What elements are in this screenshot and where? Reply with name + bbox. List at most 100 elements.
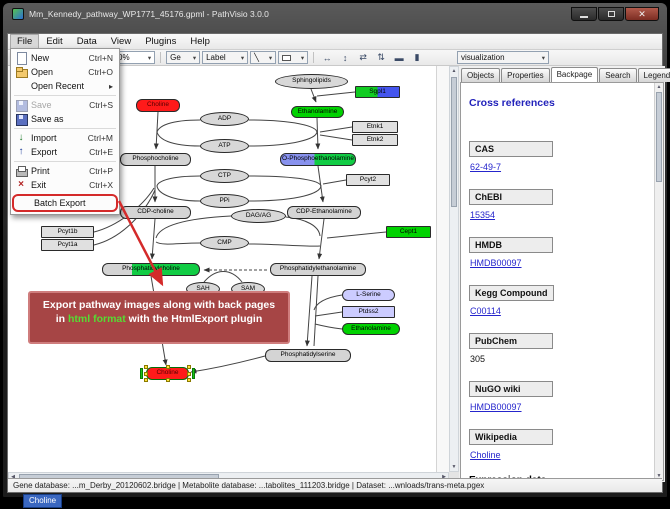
scroll-right-icon[interactable]: ▶	[442, 474, 446, 480]
visualization-combobox[interactable]: visualization ▾	[457, 51, 549, 64]
pathway-node-choline-top[interactable]: Choline	[136, 99, 180, 112]
titlebar[interactable]: Mm_Kennedy_pathway_WP1771_45176.gpml - P…	[3, 3, 667, 33]
tab-legend[interactable]: Legend	[637, 68, 670, 82]
minimize-button[interactable]	[571, 7, 597, 21]
close-button[interactable]: ✕	[625, 7, 659, 21]
xref-link[interactable]: C00114	[470, 306, 501, 316]
selection-handle[interactable]	[144, 365, 148, 369]
stack-horizontal-icon[interactable]: ⇄	[359, 52, 367, 62]
pathway-node-ethanolamine-lower[interactable]: Ethanolamine	[342, 323, 400, 335]
scroll-left-icon[interactable]: ◀	[11, 474, 15, 480]
pathway-node-cdp-ethanolamine[interactable]: CDP-Ethanolamine	[287, 206, 361, 219]
xref-link[interactable]: HMDB00097	[470, 258, 522, 268]
pathway-node-phosphatidylserine[interactable]: Phosphatidylserine	[265, 349, 351, 362]
pathway-node-sgpl1[interactable]: Sgpl1	[355, 86, 400, 98]
menubar-item-view[interactable]: View	[110, 36, 132, 47]
xref-link[interactable]: 62-49-7	[470, 162, 502, 172]
selection-handle[interactable]	[187, 371, 191, 376]
menubar-item-plugins[interactable]: Plugins	[145, 36, 177, 47]
line-tool-button[interactable]: ╲▾	[250, 51, 277, 64]
menu-item-shortcut: Ctrl+P	[89, 166, 113, 176]
file-menu-item-save-as[interactable]: Save as	[11, 112, 119, 126]
file-menu-item-batch-export[interactable]: Batch Export	[14, 196, 116, 210]
common-width-icon[interactable]: ▬	[394, 52, 404, 63]
gene-node-button[interactable]: Ge▾	[166, 51, 201, 64]
pathway-node-ptdss2[interactable]: Ptdss2	[342, 306, 395, 318]
selection-handle[interactable]	[187, 365, 191, 369]
drawing-board-edge	[436, 66, 449, 472]
pathway-node-ethanolamine-top[interactable]: Ethanolamine	[291, 106, 344, 118]
stack-vertical-icon[interactable]: ⇅	[377, 52, 385, 62]
pathway-node-etnk2[interactable]: Etnk2	[352, 134, 398, 146]
selection-handle[interactable]	[165, 365, 170, 369]
maximize-button[interactable]	[598, 7, 624, 21]
toolbar-separator	[313, 52, 315, 63]
blank-icon	[15, 80, 27, 92]
menubar: File Edit Data View Plugins Help	[8, 34, 662, 50]
chevron-down-icon: ▾	[541, 54, 545, 62]
file-menu-item-open-recent[interactable]: Open Recent▸	[11, 79, 119, 93]
tab-backpage[interactable]: Backpage	[550, 67, 599, 82]
scroll-up-icon[interactable]: ▲	[451, 68, 457, 74]
canvas-vertical-scrollbar[interactable]: ▲ ▼	[449, 66, 459, 472]
vertical-scroll-thumb[interactable]	[451, 77, 457, 207]
pathway-node-dag-ag[interactable]: DAG/AG	[231, 209, 286, 223]
gene-node-label: Ge	[170, 53, 181, 62]
scroll-down-icon[interactable]: ▼	[656, 473, 662, 479]
pathway-node-o-phosphoethanolamine[interactable]: O-Phosphoethanolamine	[280, 153, 356, 166]
scroll-up-icon[interactable]: ▲	[656, 84, 662, 90]
tab-search[interactable]: Search	[599, 68, 637, 82]
pathway-node-atp[interactable]: ATP	[200, 139, 249, 153]
xref-link[interactable]: 15354	[470, 210, 496, 220]
pathway-node-phosphatidylcholine[interactable]: Phosphatidylcholine	[102, 263, 200, 276]
selection-handle[interactable]	[144, 378, 148, 382]
pathway-node-sphingolipids[interactable]: Sphingolipids	[275, 74, 348, 89]
pathway-node-pcyt1a[interactable]: Pcyt1a	[41, 239, 94, 251]
visualization-value: visualization	[461, 53, 505, 62]
align-horizontal-icon[interactable]: ↔	[322, 52, 332, 63]
common-height-icon[interactable]: ▮	[414, 52, 420, 62]
xref-link[interactable]: Choline	[470, 450, 501, 460]
menubar-item-data[interactable]: Data	[76, 36, 97, 47]
selection-handle[interactable]	[144, 371, 148, 376]
scroll-down-icon[interactable]: ▼	[451, 464, 457, 470]
pathway-node-adp[interactable]: ADP	[200, 112, 249, 126]
line-tool-icon: ╲	[254, 53, 259, 62]
scrollbar-corner	[449, 472, 459, 482]
pathway-node-l-serine[interactable]: L-Serine	[342, 289, 395, 301]
shape-tool-button[interactable]: ▾	[278, 51, 309, 64]
label-tool-button[interactable]: Label▾	[202, 51, 249, 64]
chevron-down-icon: ▾	[268, 54, 273, 62]
pathway-node-etnk1[interactable]: Etnk1	[352, 121, 398, 133]
pathway-node-pcyt1b[interactable]: Pcyt1b	[41, 226, 94, 238]
tab-properties[interactable]: Properties	[501, 68, 550, 82]
xref-link[interactable]: HMDB00097	[470, 402, 522, 412]
pathway-node-ppi[interactable]: PPi	[200, 194, 249, 208]
selection-handle[interactable]	[187, 378, 191, 382]
menubar-item-edit[interactable]: Edit	[46, 36, 63, 47]
menubar-item-file[interactable]: File	[10, 34, 40, 49]
pathway-node-phosphatidylethanolamine[interactable]: Phosphatidylethanolamine	[270, 263, 366, 276]
pathway-node-cdp-choline[interactable]: CDP-choline	[120, 206, 191, 219]
backpage-scrollbar[interactable]: ▲ ▼	[654, 83, 663, 480]
tab-objects[interactable]: Objects	[461, 68, 501, 82]
align-vertical-icon[interactable]: ↕	[342, 52, 348, 63]
annotation-callout: Export pathway images along with back pa…	[28, 291, 290, 344]
pathway-node-cmp[interactable]: CMP	[200, 236, 249, 250]
pathway-node-phosphocholine[interactable]: Phosphocholine	[120, 153, 191, 166]
pathway-node-ctp[interactable]: CTP	[200, 169, 249, 183]
selection-handle[interactable]	[165, 378, 170, 382]
backpage-scroll-thumb[interactable]	[656, 92, 662, 182]
pathway-node-cept1[interactable]: Cept1	[386, 226, 431, 238]
pathway-node-pcyt2[interactable]: Pcyt2	[346, 174, 390, 186]
menubar-item-help[interactable]: Help	[190, 36, 210, 47]
